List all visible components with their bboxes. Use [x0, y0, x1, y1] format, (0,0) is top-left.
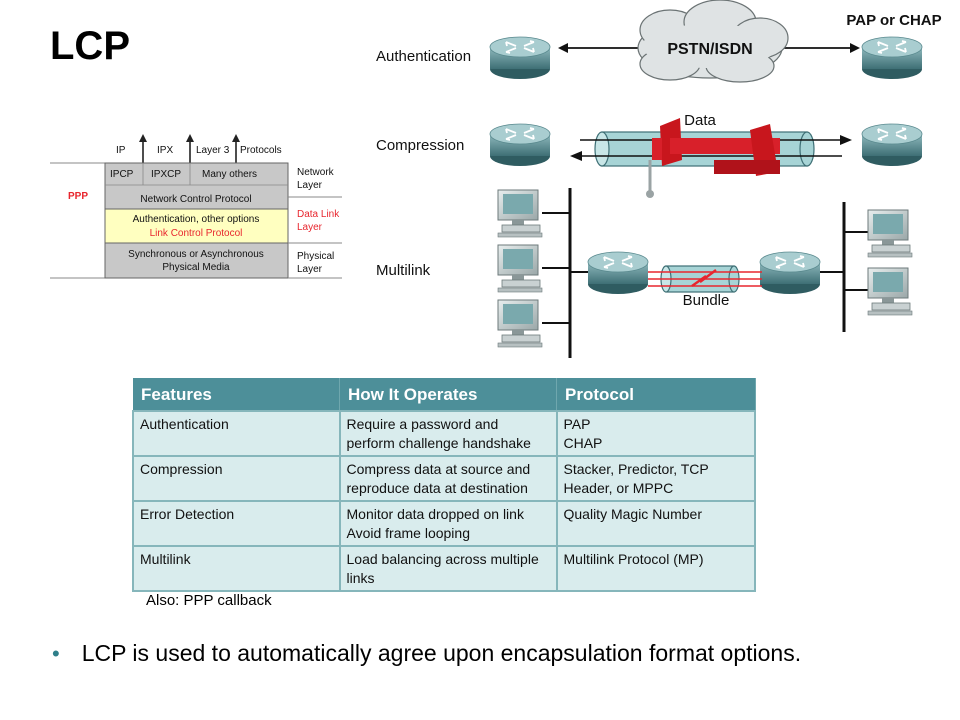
network-layer-l1: Network — [297, 167, 335, 178]
authentication-label: Authentication — [376, 48, 471, 65]
ppp-stack-diagram: IP IPX Layer 3 Protocols IPCP IPXCP Many… — [50, 134, 342, 279]
pstn-cloud — [637, 0, 789, 83]
bullet-text: LCP is used to automatically agree upon … — [81, 640, 802, 666]
table-row: Multilink Load balancing across multiple… — [132, 545, 756, 592]
multilink-pc-right-2 — [867, 267, 913, 316]
physical-line1: Synchronous or Asynchronous — [128, 249, 264, 260]
top-label-layer3: Layer 3 — [196, 145, 230, 156]
top-label-ip: IP — [116, 145, 126, 156]
vise-icon — [646, 118, 780, 198]
row-feature: Compression — [132, 455, 341, 502]
physical-block — [104, 242, 289, 279]
physical-layer-l2: Layer — [297, 264, 323, 275]
multilink-pc-1 — [497, 189, 543, 238]
compression-router-left — [489, 123, 551, 167]
pap-chap-label: PAP or CHAP — [846, 12, 941, 29]
data-label: Data — [684, 112, 716, 129]
multilink-pc-3 — [497, 299, 543, 348]
row-feature: Multilink — [132, 545, 341, 592]
auth-router-left — [489, 36, 551, 80]
physical-layer-l1: Physical — [297, 251, 334, 262]
also-note: Also: PPP callback — [146, 592, 272, 609]
ncp-cell-ipcp: IPCP — [110, 169, 134, 180]
multilink-pc-right-1 — [867, 209, 913, 258]
ncp-cell-ipxcp: IPXCP — [151, 169, 181, 180]
top-label-protocols: Protocols — [240, 145, 282, 156]
header-features: Features — [133, 378, 340, 411]
cloud-label: PSTN/ISDN — [667, 41, 752, 58]
auth-options-label: Authentication, other options — [133, 214, 260, 225]
top-label-ipx: IPX — [157, 145, 173, 156]
page-title: LCP — [50, 24, 130, 68]
network-layer-l2: Layer — [297, 180, 323, 191]
compression-router-right — [861, 123, 923, 167]
multilink-pc-2 — [497, 244, 543, 293]
compression-label: Compression — [376, 137, 464, 154]
table-row: Error Detection Monitor data dropped on … — [132, 500, 756, 547]
ncp-block — [104, 162, 289, 210]
physical-line2: Physical Media — [162, 262, 230, 273]
auth-router-right — [861, 36, 923, 80]
row-feature: Error Detection — [132, 500, 341, 547]
multilink-router-right — [759, 251, 821, 295]
row-protocol: Multilink Protocol (MP) — [555, 545, 756, 592]
lcp-features-table: Features How It Operates Protocol Authen… — [132, 378, 756, 592]
table-header-row: Features How It Operates Protocol — [133, 378, 756, 411]
multilink-label: Multilink — [376, 262, 431, 279]
lcp-label: Link Control Protocol — [150, 228, 243, 239]
datalink-layer-l1: Data Link — [297, 209, 340, 220]
bullet-icon: • — [52, 640, 60, 666]
ppp-label: PPP — [68, 191, 88, 202]
multilink-router-left — [587, 251, 649, 295]
header-protocol: Protocol — [556, 378, 756, 411]
datalink-layer-l2: Layer — [297, 222, 323, 233]
row-protocol: Quality Magic Number — [555, 500, 756, 547]
ncp-cell-others: Many others — [202, 169, 257, 180]
row-feature: Authentication — [132, 410, 341, 457]
network-illustration: Authentication PSTN/ISDN PAP or CHAP Com… — [376, 0, 942, 358]
bullet-item: • LCP is used to automatically agree upo… — [52, 640, 801, 667]
header-how-it-operates: How It Operates — [339, 378, 557, 411]
bundle-label: Bundle — [683, 292, 730, 309]
ncp-label: Network Control Protocol — [140, 194, 251, 205]
